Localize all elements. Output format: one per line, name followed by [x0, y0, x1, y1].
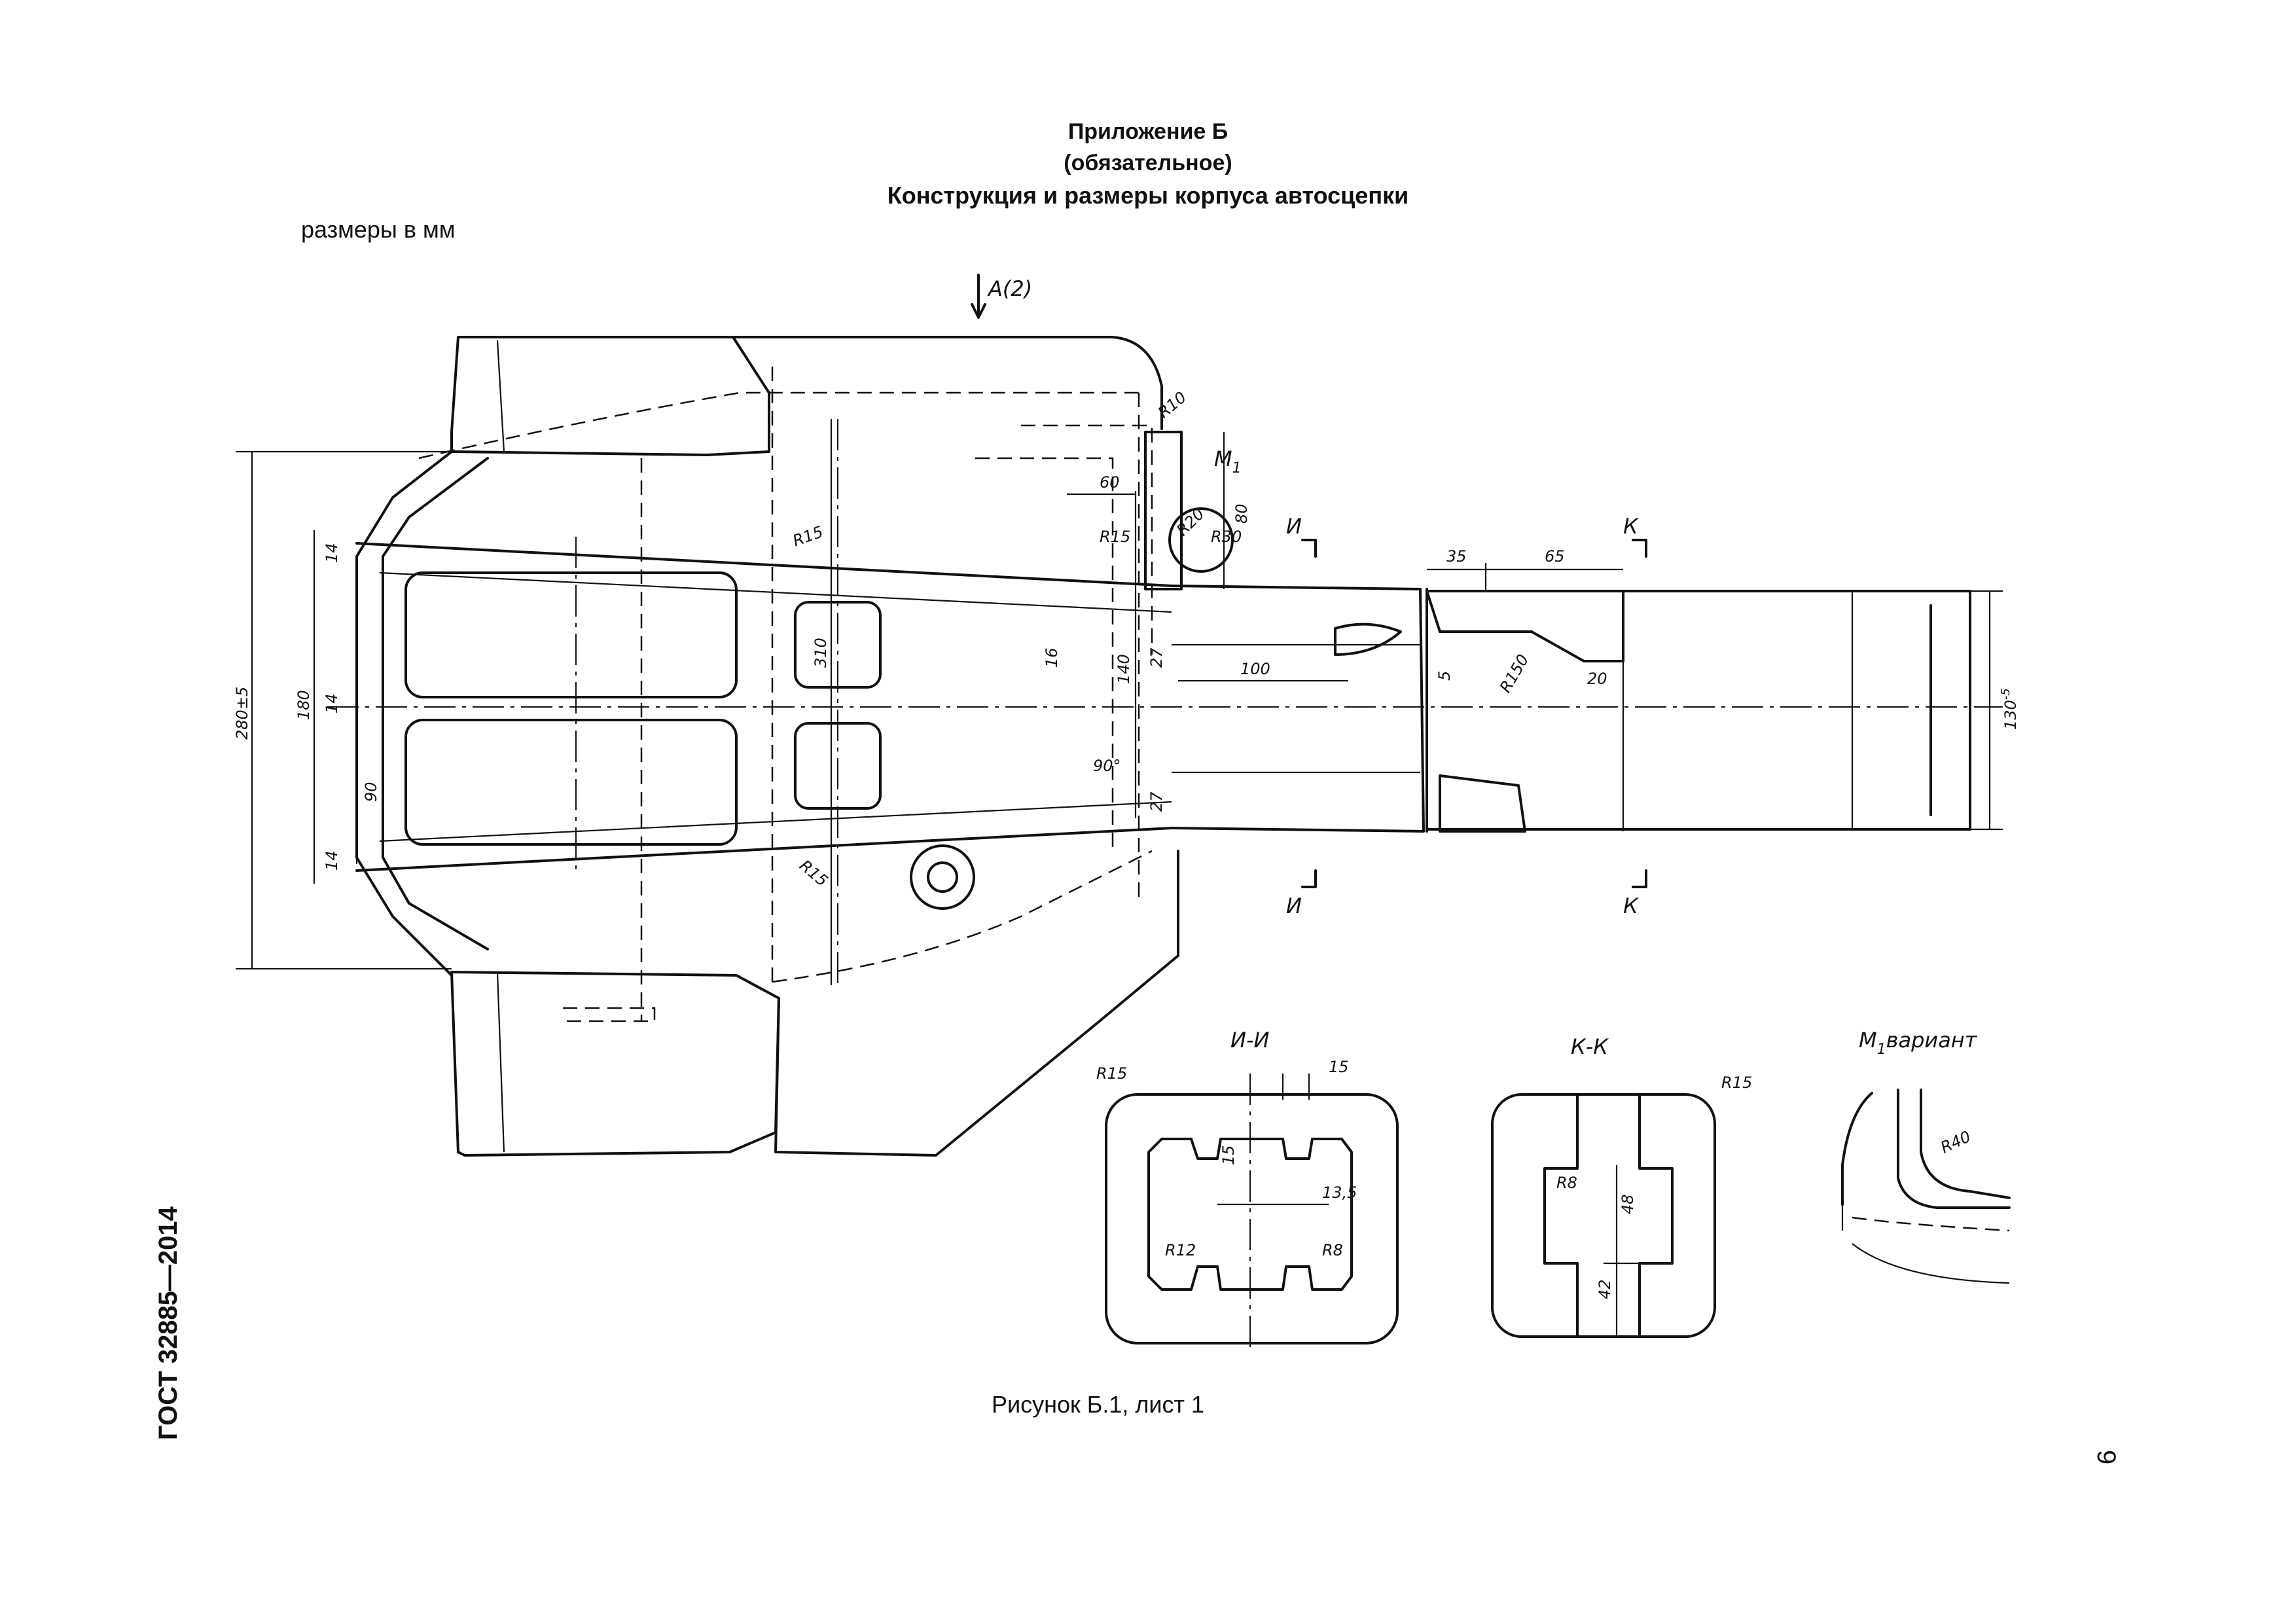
dim-14-top: 14	[323, 543, 341, 563]
ii-dim-r12: R12	[1165, 1241, 1196, 1259]
dim-130: 130-5	[1999, 688, 2020, 730]
dim-27-bottom: 27	[1147, 791, 1166, 812]
dim-r15-upper: R15	[790, 522, 825, 550]
dim-16: 16	[1043, 647, 1061, 668]
dim-r10: R10	[1155, 388, 1190, 422]
shank-section	[1334, 588, 1971, 833]
detail-circle-m1	[1168, 507, 1234, 573]
coupler-body-outline	[327, 336, 2003, 1157]
ii-dim-15-top: 15	[1329, 1058, 1349, 1076]
section-marks	[971, 274, 1647, 888]
section-kk-drawing	[1491, 1093, 1716, 1338]
ii-dim-13-5: 13,5	[1322, 1183, 1357, 1202]
dim-14-bottom: 14	[323, 850, 341, 871]
var-dim-r40: R40	[1938, 1127, 1974, 1157]
section-ii-drawing	[1105, 1074, 1399, 1352]
dim-r15-left: R15	[1100, 528, 1130, 546]
dim-35: 35	[1446, 547, 1467, 566]
appendix-subtitle: Конструкция и размеры корпуса автосцепки	[887, 182, 1409, 209]
dim-r150: R150	[1496, 651, 1532, 696]
dim-65: 65	[1545, 547, 1565, 566]
variant-m1-title: M1вариант	[1859, 1028, 1978, 1058]
dim-r30: R30	[1211, 528, 1242, 546]
kk-dim-r8: R8	[1556, 1174, 1577, 1192]
variant-m1-drawing	[1841, 1089, 2011, 1284]
dim-140: 140	[1115, 654, 1133, 684]
section-ii-title: И-И	[1230, 1028, 1269, 1053]
detail-m1-label: M1	[1214, 446, 1242, 477]
appendix-title: Приложение Б	[1067, 119, 1229, 144]
kk-dim-48: 48	[1619, 1194, 1637, 1214]
dim-20: 20	[1587, 670, 1607, 688]
appendix-status: (обязательное)	[1064, 151, 1232, 175]
section-kk-title: К-К	[1571, 1034, 1609, 1059]
dim-angle-90: 90°	[1093, 757, 1121, 775]
ii-dim-15-side: 15	[1219, 1145, 1238, 1165]
ii-dim-r8: R8	[1322, 1241, 1343, 1259]
dim-27-top: 27	[1147, 647, 1166, 668]
dim-280: 280±5	[233, 687, 251, 740]
view-a-label: A(2)	[987, 276, 1032, 301]
dim-80: 80	[1232, 503, 1251, 524]
section-k-label-top: К	[1623, 514, 1639, 539]
figure-caption: Рисунок Б.1, лист 1	[992, 1391, 1205, 1418]
ii-dim-r15: R15	[1096, 1064, 1127, 1083]
section-k-label-bottom: К	[1623, 893, 1639, 918]
dim-60: 60	[1100, 473, 1120, 492]
units-note: размеры в мм	[301, 216, 456, 243]
kk-dim-r15: R15	[1721, 1074, 1752, 1092]
dim-180: 180	[295, 690, 313, 720]
stop-lug	[1144, 431, 1183, 590]
kk-dim-42: 42	[1596, 1279, 1614, 1299]
dim-5: 5	[1435, 671, 1454, 681]
section-i-label-bottom: И	[1286, 893, 1302, 918]
dim-r15-lower: R15	[796, 856, 831, 890]
dim-310: 310	[812, 638, 830, 668]
section-i-label-top: И	[1286, 514, 1302, 539]
dim-14-mid: 14	[323, 693, 341, 713]
dim-100: 100	[1240, 660, 1270, 678]
dimension-lines	[236, 419, 2003, 985]
dim-90: 90	[362, 782, 380, 802]
